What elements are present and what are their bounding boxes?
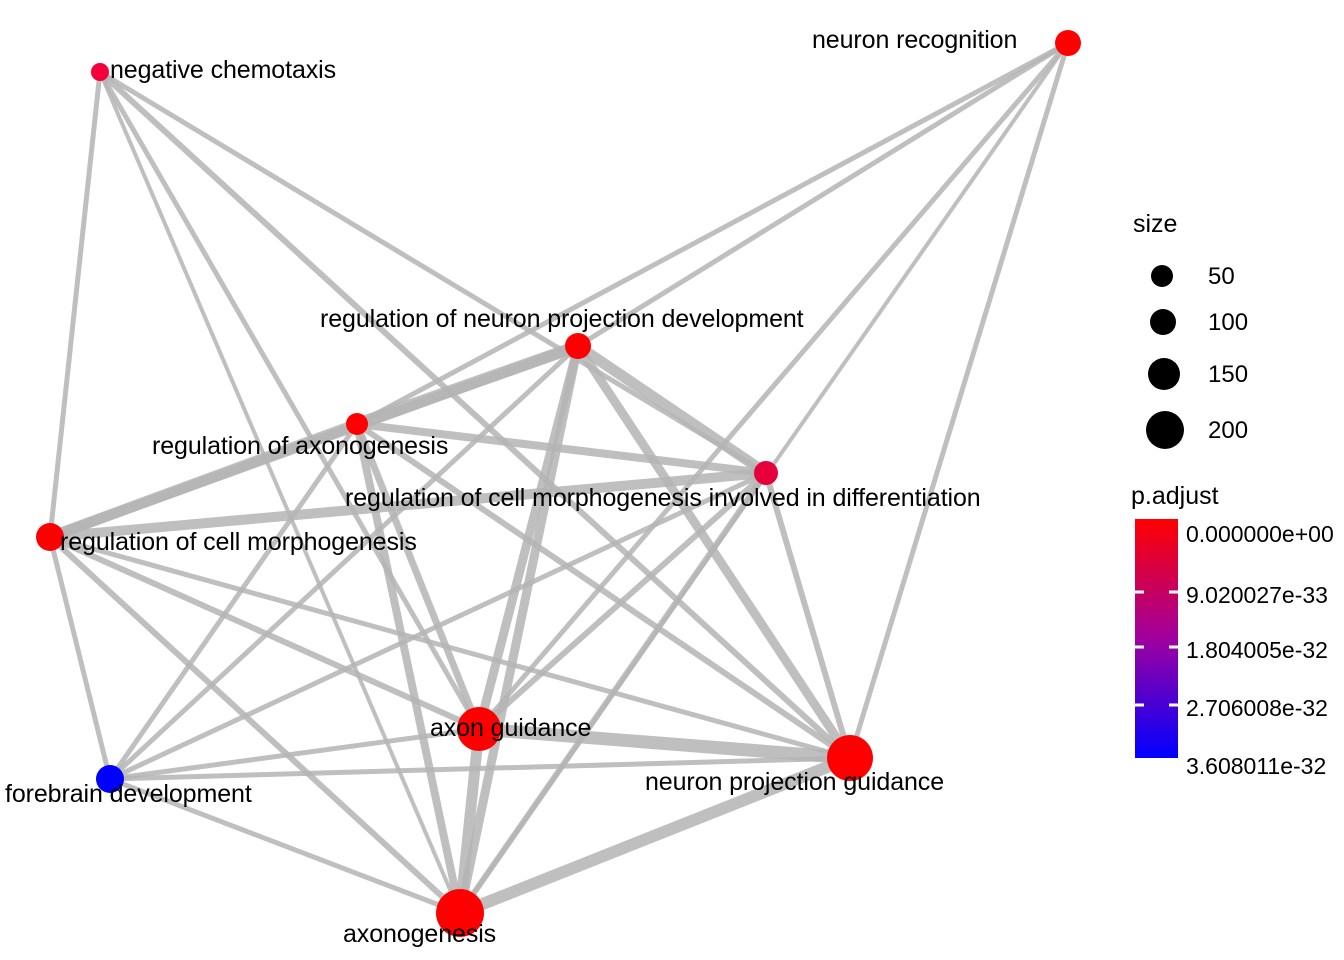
edges-layer bbox=[47, 40, 1071, 919]
node-label-neuron_projection_guidance: neuron projection guidance bbox=[645, 768, 945, 796]
network-node-axonogenesis[interactable] bbox=[436, 889, 484, 937]
color-legend-bar bbox=[1135, 519, 1178, 758]
network-edge bbox=[477, 41, 1070, 731]
network-edge bbox=[48, 418, 359, 543]
network-edge bbox=[574, 341, 770, 478]
colorbar-label-1: 9.020027e-33 bbox=[1186, 582, 1328, 608]
network-edge bbox=[49, 534, 851, 761]
network-edge bbox=[355, 40, 1070, 427]
size-legend-label-200: 200 bbox=[1208, 417, 1249, 444]
colorbar-ticks bbox=[1135, 590, 1178, 707]
nodes-layer bbox=[36, 30, 1081, 937]
size-legend-label-150: 150 bbox=[1208, 361, 1249, 388]
colorbar-label-3: 2.706008e-32 bbox=[1186, 695, 1328, 721]
network-edge bbox=[109, 776, 461, 916]
network-edge bbox=[457, 752, 853, 919]
size-legend-label-100: 100 bbox=[1208, 309, 1249, 336]
node-label-neuron_recognition: neuron recognition bbox=[812, 26, 1018, 54]
network-edge bbox=[455, 345, 583, 914]
network-edge bbox=[108, 344, 580, 781]
network-edge bbox=[49, 468, 767, 542]
colorbar-label-2: 1.804005e-32 bbox=[1186, 637, 1328, 663]
node-label-axon_guidance: axon guidance bbox=[430, 714, 592, 742]
network-node-reg_cell_morphogenesis_differentiation[interactable] bbox=[754, 461, 778, 485]
network-edge bbox=[454, 728, 485, 914]
network-edge bbox=[355, 421, 852, 761]
size-legend-dot-100 bbox=[1150, 309, 1176, 335]
network-edge bbox=[109, 755, 851, 782]
color-legend-title: p.adjust bbox=[1131, 482, 1219, 510]
network-node-negative_chemotaxis[interactable] bbox=[91, 63, 109, 81]
colorbar-label-0: 0.000000e+00 bbox=[1186, 521, 1334, 547]
size-legend-dot-200 bbox=[1146, 411, 1184, 449]
network-node-axon_guidance[interactable] bbox=[457, 707, 501, 751]
network-edge bbox=[847, 42, 1071, 759]
network-edge bbox=[477, 470, 768, 732]
node-label-negative_chemotaxis: negative chemotaxis bbox=[110, 56, 337, 84]
colorbar-label-4: 3.608011e-32 bbox=[1186, 753, 1327, 779]
colorbar-rect bbox=[1135, 519, 1178, 758]
network-edge bbox=[97, 70, 482, 731]
network-edge bbox=[48, 534, 481, 732]
network-edge bbox=[47, 536, 113, 780]
network-edge bbox=[353, 422, 483, 731]
node-label-reg_cell_morphogenesis_differentiation: regulation of cell morphogenesis involve… bbox=[345, 484, 981, 512]
network-edge bbox=[98, 69, 768, 476]
network-edge bbox=[763, 472, 853, 759]
node-label-forebrain_development: forebrain development bbox=[5, 780, 252, 808]
network-node-reg_neuron_projection_development[interactable] bbox=[565, 333, 591, 359]
network-edge bbox=[97, 69, 853, 761]
network-edge bbox=[109, 726, 480, 782]
size-legend-dots bbox=[1146, 265, 1184, 449]
network-node-neuron_recognition[interactable] bbox=[1055, 30, 1081, 56]
node-label-reg_axonogenesis: regulation of axonogenesis bbox=[152, 432, 449, 460]
network-edge bbox=[478, 722, 851, 765]
node-label-reg_cell_morphogenesis: regulation of cell morphogenesis bbox=[60, 528, 417, 556]
size-legend-title: size bbox=[1133, 210, 1178, 238]
node-label-reg_neuron_projection_development: regulation of neuron projection developm… bbox=[320, 305, 804, 333]
network-edge bbox=[47, 71, 103, 538]
network-node-reg_cell_morphogenesis[interactable] bbox=[36, 523, 64, 551]
network-edge bbox=[108, 470, 768, 782]
network-edge bbox=[356, 420, 767, 477]
node-label-axonogenesis: axonogenesis bbox=[343, 920, 497, 948]
size-legend-dot-50 bbox=[1151, 265, 1173, 287]
network-node-forebrain_development[interactable] bbox=[96, 765, 124, 793]
network-node-reg_axonogenesis[interactable] bbox=[346, 413, 368, 435]
size-legend-dot-150 bbox=[1148, 358, 1180, 390]
size-legend-label-50: 50 bbox=[1208, 263, 1235, 290]
network-node-neuron_projection_guidance[interactable] bbox=[827, 735, 873, 781]
network-edge bbox=[107, 422, 360, 781]
network-edge bbox=[576, 40, 1070, 349]
network-edge bbox=[47, 534, 463, 916]
